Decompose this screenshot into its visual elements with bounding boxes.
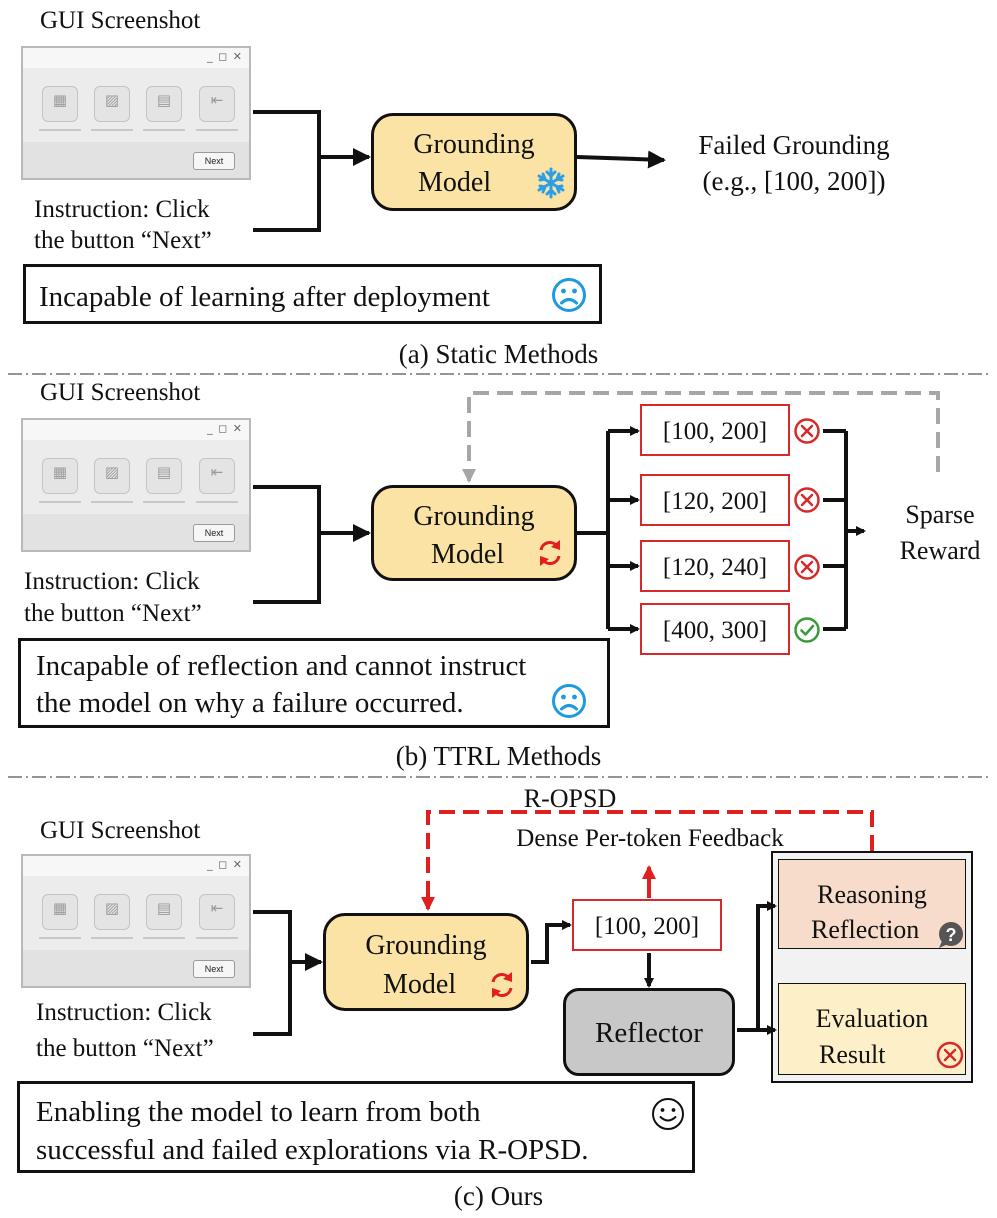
reflector-label: Reflector [595,1017,703,1049]
candidate-label: [100, 200] [662,418,768,445]
candidate-label: [120, 240] [662,554,768,581]
gui-screenshot-label: GUI Screenshot [40,379,201,406]
image-icon: ▨ [91,458,133,503]
prediction-box: [100, 200] [572,899,722,951]
candidate-box: [100, 200] [640,404,790,456]
grounding-model-box: Grounding Model [323,913,529,1011]
sad-face-icon [552,278,586,312]
window-controls: _ ◻ ✕ [207,858,243,871]
refresh-icon [491,972,513,998]
question-bubble-icon: ? [939,922,963,948]
grounding-model-box: Grounding Model [371,485,577,581]
candidate-label: [120, 200] [662,488,768,515]
evaluation-line2: Result [819,1040,886,1069]
candidate-box: [120, 240] [640,540,790,592]
candidate-label: [400, 300] [662,617,768,644]
wrong-mark-icon [794,418,820,444]
grid-icon: ▦ [39,894,81,939]
panel-a-note: Incapable of learning after deployment [23,264,602,324]
grounding-model-line2: Model [431,539,505,570]
wrong-mark-icon [936,1041,964,1069]
evaluation-result-box: Evaluation Result [778,983,966,1075]
document-icon: ▤ [143,86,185,131]
gui-screenshot-window: _ ◻ ✕ ▦ ▨ ▤ ⇤ Next [21,46,251,180]
r-opsd-feedback-arrow [421,810,874,911]
grid-icon: ▦ [39,86,81,131]
instruction-line1: Instruction: Click [34,196,210,223]
instruction-line2: the button “Next” [36,1035,214,1062]
evaluation-line1: Evaluation [815,1004,929,1033]
panel-c-note-line1: Enabling the model to learn from both [36,1096,481,1128]
back-arrow-icon: ⇤ [196,86,238,131]
sparse-reward-feedback-arrow [462,391,940,483]
instruction-line1: Instruction: Click [36,999,212,1026]
check-mark-icon [794,617,820,643]
failed-grounding-line1: Failed Grounding [698,130,890,160]
back-arrow-icon: ⇤ [196,894,238,939]
grounding-model-line2: Model [383,969,457,1000]
reflector-box: Reflector [563,988,735,1076]
gui-screenshot-window: _ ◻ ✕ ▦ ▨ ▤ ⇤ Next [21,418,251,552]
wrong-mark-icon [794,487,820,513]
sparse-reward-line2: Reward [899,536,981,565]
svg-text:?: ? [946,925,957,945]
gui-screenshot-window: _ ◻ ✕ ▦ ▨ ▤ ⇤ Next [21,854,251,988]
dense-feedback-label: Dense Per-token Feedback [516,825,784,852]
panel-b-note: Incapable of reflection and cannot instr… [18,638,610,728]
window-controls: _ ◻ ✕ [207,50,243,63]
panel-a-connectors [253,110,666,232]
gui-screenshot-label: GUI Screenshot [40,7,201,34]
failed-grounding-line2: (e.g., [100, 200]) [702,166,886,196]
smile-face-icon [652,1098,684,1130]
instruction-line2: the button “Next” [24,600,202,627]
panel-b-connectors [253,426,866,634]
back-arrow-icon: ⇤ [196,458,238,503]
panel-b-note-line2: the model on why a failure occurred. [36,687,464,719]
grounding-model-line1: Grounding [365,930,487,961]
reflection-output-frame: Reasoning Reflection ? Evaluation Result [771,851,973,1083]
grounding-model-line2: Model [418,167,492,198]
reasoning-reflection-box: Reasoning Reflection ? [778,859,966,949]
panel-b-note-line1: Incapable of reflection and cannot instr… [36,650,527,682]
reasoning-line2: Reflection [811,915,920,944]
grid-icon: ▦ [39,458,81,503]
document-icon: ▤ [143,894,185,939]
image-icon: ▨ [91,86,133,131]
grounding-model-box: Grounding Model [371,113,577,211]
prediction-label: [100, 200] [594,913,700,940]
r-opsd-label: R-OPSD [523,784,617,813]
panel-b-caption: (b) TTRL Methods [395,741,602,771]
candidate-box: [120, 200] [640,474,790,526]
grounding-model-line1: Grounding [413,129,535,160]
window-controls: _ ◻ ✕ [207,422,243,435]
next-button[interactable]: Next [193,152,235,170]
panel-c-caption: (c) Ours [453,1181,544,1211]
gui-screenshot-label: GUI Screenshot [40,817,201,844]
grounding-model-line1: Grounding [413,501,535,532]
sparse-reward-line1: Sparse [905,500,975,529]
sad-face-icon [552,684,586,718]
panel-c-connectors [253,901,777,1036]
next-button[interactable]: Next [193,524,235,542]
instruction-line2: the button “Next” [34,227,212,254]
instruction-line1: Instruction: Click [24,568,200,595]
panel-c-note-line2: successful and failed explorations via R… [36,1134,589,1166]
panel-c-note: Enabling the model to learn from both su… [17,1081,695,1173]
next-button[interactable]: Next [193,960,235,978]
image-icon: ▨ [91,894,133,939]
candidate-box: [400, 300] [640,603,790,655]
reasoning-line1: Reasoning [817,880,927,909]
refresh-icon [539,540,561,566]
snowflake-icon [537,167,565,199]
panel-a-caption: (a) Static Methods [398,339,599,369]
document-icon: ▤ [143,458,185,503]
wrong-mark-icon [794,554,820,580]
panel-a-note-text: Incapable of learning after deployment [39,281,490,313]
